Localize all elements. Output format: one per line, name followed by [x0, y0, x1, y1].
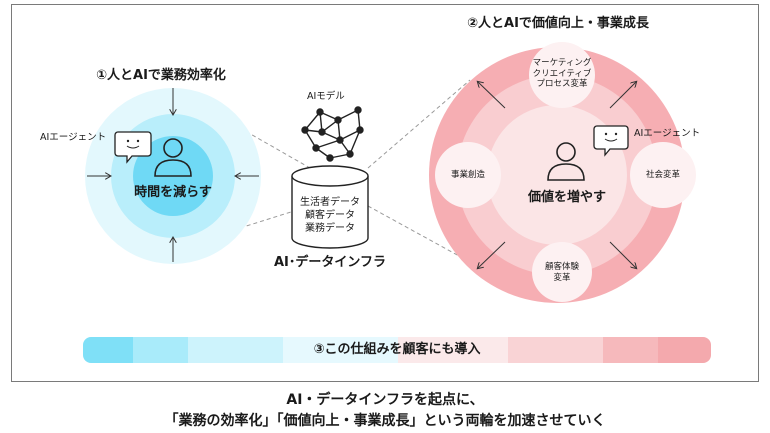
- right-nodes: [435, 42, 696, 302]
- band-label: ③この仕組みを顧客にも導入: [313, 342, 481, 357]
- node-left-label: 事業創造: [450, 170, 485, 180]
- left-inward-arrows: [87, 88, 259, 262]
- speech-bubble-icon: [593, 125, 629, 157]
- band-segment: [658, 337, 711, 363]
- right-outward-arrows: [478, 82, 636, 268]
- speech-bubble-icon: [114, 131, 152, 164]
- right-section-title: ②人とAIで価値向上・事業成長: [467, 16, 649, 31]
- left-section-title: ①人とAIで業務効率化: [96, 68, 226, 83]
- database-icon: [291, 165, 369, 249]
- band-segment: [283, 337, 398, 363]
- arrow-icon: [478, 241, 506, 268]
- band-segment: [83, 337, 133, 363]
- infra-label: AI･データインフラ: [273, 255, 386, 270]
- person-icon: [154, 138, 192, 177]
- arrow-icon: [609, 82, 636, 109]
- right-agent-label: AIエージェント: [634, 128, 701, 139]
- right-inner-circle: [487, 105, 627, 245]
- database-contents: 生活者データ 顧客データ 業務データ: [292, 196, 368, 235]
- node-bottom-label: 顧客体験 変革: [544, 262, 579, 283]
- left-center-label: 時間を減らす: [134, 185, 212, 200]
- node-left: [435, 142, 501, 208]
- band-segment: [188, 337, 283, 363]
- node-right-label: 社会変革: [645, 170, 680, 180]
- band-segment: [508, 337, 603, 363]
- dashed-connectors: [239, 79, 471, 263]
- caption-line-1: AI・データインフラを起点に、: [286, 392, 484, 408]
- ai-model-label: AIモデル: [307, 91, 345, 102]
- network-icon: [301, 106, 364, 162]
- band-segment: [603, 337, 658, 363]
- node-top: [529, 42, 595, 108]
- band-segment: [133, 337, 188, 363]
- arrow-icon: [609, 241, 636, 268]
- arrow-icon: [478, 82, 506, 109]
- node-right: [630, 142, 696, 208]
- right-growth-circles: [429, 47, 685, 303]
- db-line: 業務データ: [305, 223, 355, 234]
- node-bottom: [532, 242, 592, 302]
- band-segment: [398, 337, 508, 363]
- adoption-band: [83, 337, 711, 363]
- node-top-label: マーケティング クリエイティブ プロセス変革: [532, 58, 592, 90]
- right-center-label: 価値を増やす: [527, 190, 606, 205]
- left-agent-label: AIエージェント: [40, 132, 107, 143]
- db-line: 顧客データ: [305, 210, 355, 221]
- db-line: 生活者データ: [300, 197, 360, 208]
- person-icon: [547, 142, 585, 181]
- caption-line-2: 「業務の効率化」「価値向上・事業成長」という両輪を加速させていく: [164, 413, 606, 429]
